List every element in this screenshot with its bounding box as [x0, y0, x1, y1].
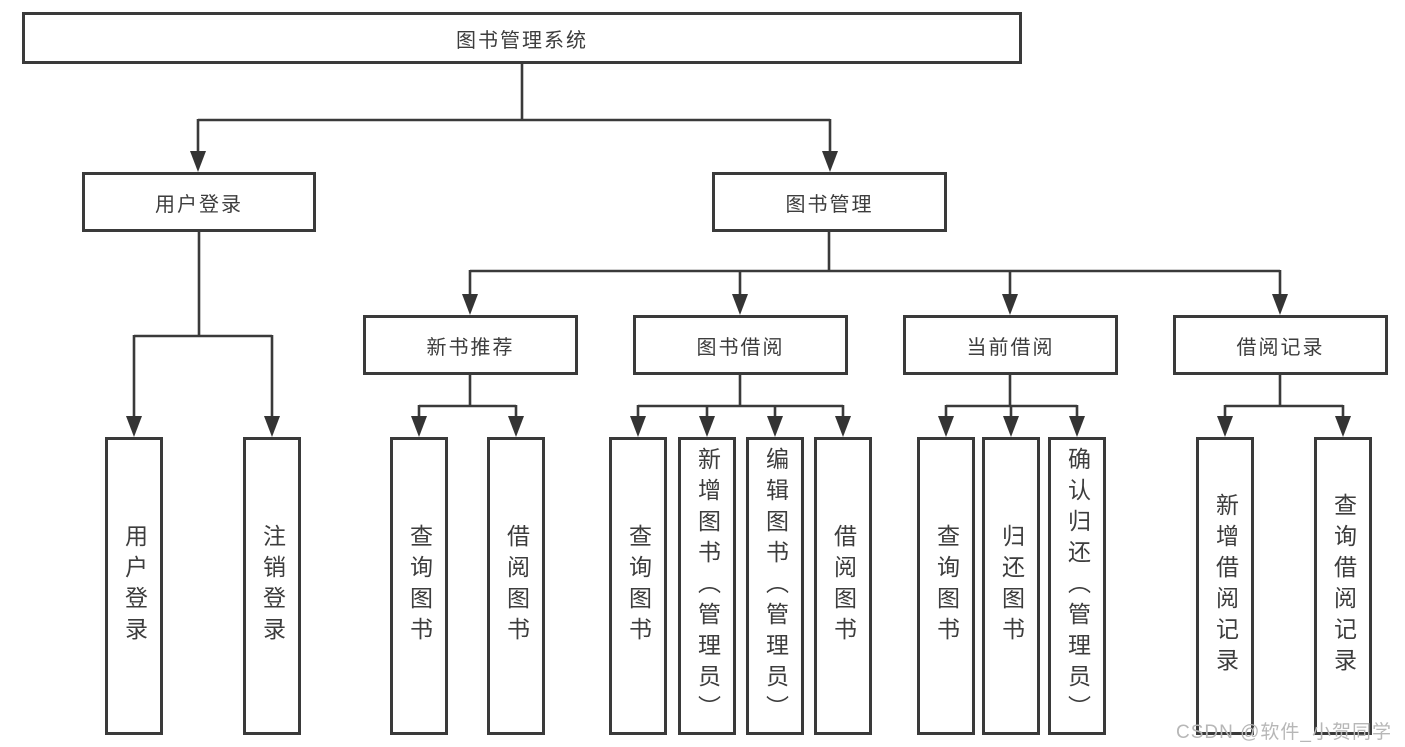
node-new-book-recommend: 新书推荐 [363, 315, 578, 375]
arrowhead [1002, 294, 1018, 315]
leaf-label: 注销登录 [259, 524, 286, 648]
leaf-return-books: 归还图书 [982, 437, 1040, 735]
arrowhead [822, 151, 838, 172]
arrowhead [190, 151, 206, 172]
leaf-borrow-books-borrow: 借阅图书 [814, 437, 872, 735]
leaf-label: 编辑图书（管理员） [762, 446, 789, 726]
arrowhead [630, 416, 646, 437]
arrowhead [1335, 416, 1351, 437]
csdn-watermark: CSDN @软件_小贺同学 [1176, 722, 1392, 743]
arrowhead [126, 416, 142, 437]
arrowhead [938, 416, 954, 437]
leaf-confirm-return-admin: 确认归还（管理员） [1048, 437, 1106, 735]
leaf-label: 用户登录 [121, 524, 148, 648]
arrowhead [699, 416, 715, 437]
node-borrow-records: 借阅记录 [1173, 315, 1388, 375]
node-library-system: 图书管理系统 [22, 12, 1022, 64]
leaf-label: 新增借阅记录 [1212, 493, 1239, 679]
arrowhead [732, 294, 748, 315]
node-current-borrow: 当前借阅 [903, 315, 1118, 375]
leaf-borrow-books-recommend: 借阅图书 [487, 437, 545, 735]
leaf-label: 借阅图书 [830, 524, 857, 648]
leaf-query-borrow-record: 查询借阅记录 [1314, 437, 1372, 735]
leaf-query-books-recommend: 查询图书 [390, 437, 448, 735]
leaf-add-borrow-record: 新增借阅记录 [1196, 437, 1254, 735]
leaf-label: 新增图书（管理员） [694, 446, 721, 726]
leaf-user-login: 用户登录 [105, 437, 163, 735]
leaf-label: 归还图书 [998, 524, 1025, 648]
arrowhead [462, 294, 478, 315]
leaf-query-books-borrow: 查询图书 [609, 437, 667, 735]
arrowhead [767, 416, 783, 437]
leaf-label: 查询借阅记录 [1330, 493, 1357, 679]
arrowhead [1217, 416, 1233, 437]
node-book-management: 图书管理 [712, 172, 947, 232]
node-user-login: 用户登录 [82, 172, 316, 232]
arrowhead [835, 416, 851, 437]
leaf-label: 查询图书 [933, 524, 960, 648]
leaf-logout: 注销登录 [243, 437, 301, 735]
node-book-borrow: 图书借阅 [633, 315, 848, 375]
leaf-label: 查询图书 [406, 524, 433, 648]
leaf-edit-book-admin: 编辑图书（管理员） [746, 437, 804, 735]
arrowhead [411, 416, 427, 437]
arrowhead [1272, 294, 1288, 315]
leaf-add-book-admin: 新增图书（管理员） [678, 437, 736, 735]
leaf-query-books-current: 查询图书 [917, 437, 975, 735]
arrowhead [1069, 416, 1085, 437]
arrowhead [1003, 416, 1019, 437]
leaf-label: 查询图书 [625, 524, 652, 648]
arrowhead [508, 416, 524, 437]
arrowhead [264, 416, 280, 437]
leaf-label: 借阅图书 [503, 524, 530, 648]
leaf-label: 确认归还（管理员） [1064, 446, 1091, 726]
